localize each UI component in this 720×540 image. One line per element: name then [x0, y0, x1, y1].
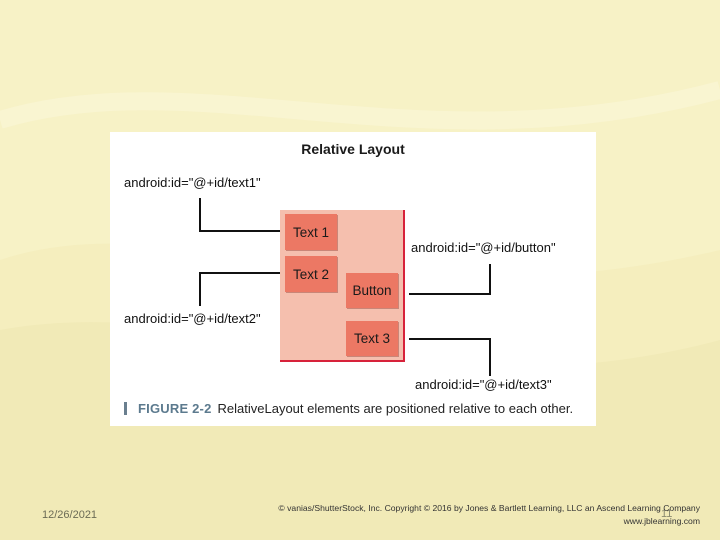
copyright-notice: © vanias/ShutterStock, Inc. Copyright © …	[278, 502, 700, 528]
relative-layout-container: Text 1 Text 2 Button Text 3	[280, 210, 405, 362]
figure-caption: FIGURE 2-2 RelativeLayout elements are po…	[124, 401, 573, 416]
slide-date: 12/26/2021	[42, 509, 98, 521]
caption-bar	[124, 402, 127, 415]
connector-lines	[199, 198, 491, 376]
relative-layout-figure: Relative Layout android:id="@+id/text1" …	[110, 132, 596, 426]
text2-id-label: android:id="@+id/text2"	[124, 311, 261, 326]
button-id-label: android:id="@+id/button"	[411, 240, 556, 255]
text3-view: Text 3	[346, 321, 398, 356]
figure-title: Relative Layout	[301, 141, 405, 157]
button-view: Button	[346, 273, 398, 308]
publisher-url: www.jblearning.com	[623, 516, 700, 526]
text3-id-label: android:id="@+id/text3"	[415, 377, 552, 392]
copyright-line: © vanias/ShutterStock, Inc. Copyright © …	[278, 503, 700, 513]
text2-view: Text 2	[285, 256, 337, 292]
caption-text: RelativeLayout elements are positioned r…	[217, 401, 574, 416]
text1-view: Text 1	[285, 214, 337, 250]
connector-text2	[199, 272, 280, 306]
slide-page-number: 11	[661, 508, 673, 520]
connector-button	[409, 264, 491, 295]
text1-id-label: android:id="@+id/text1"	[124, 175, 261, 190]
connector-text3	[409, 338, 491, 376]
connector-text1	[199, 198, 280, 232]
caption-figure-number: FIGURE 2-2	[138, 401, 212, 416]
